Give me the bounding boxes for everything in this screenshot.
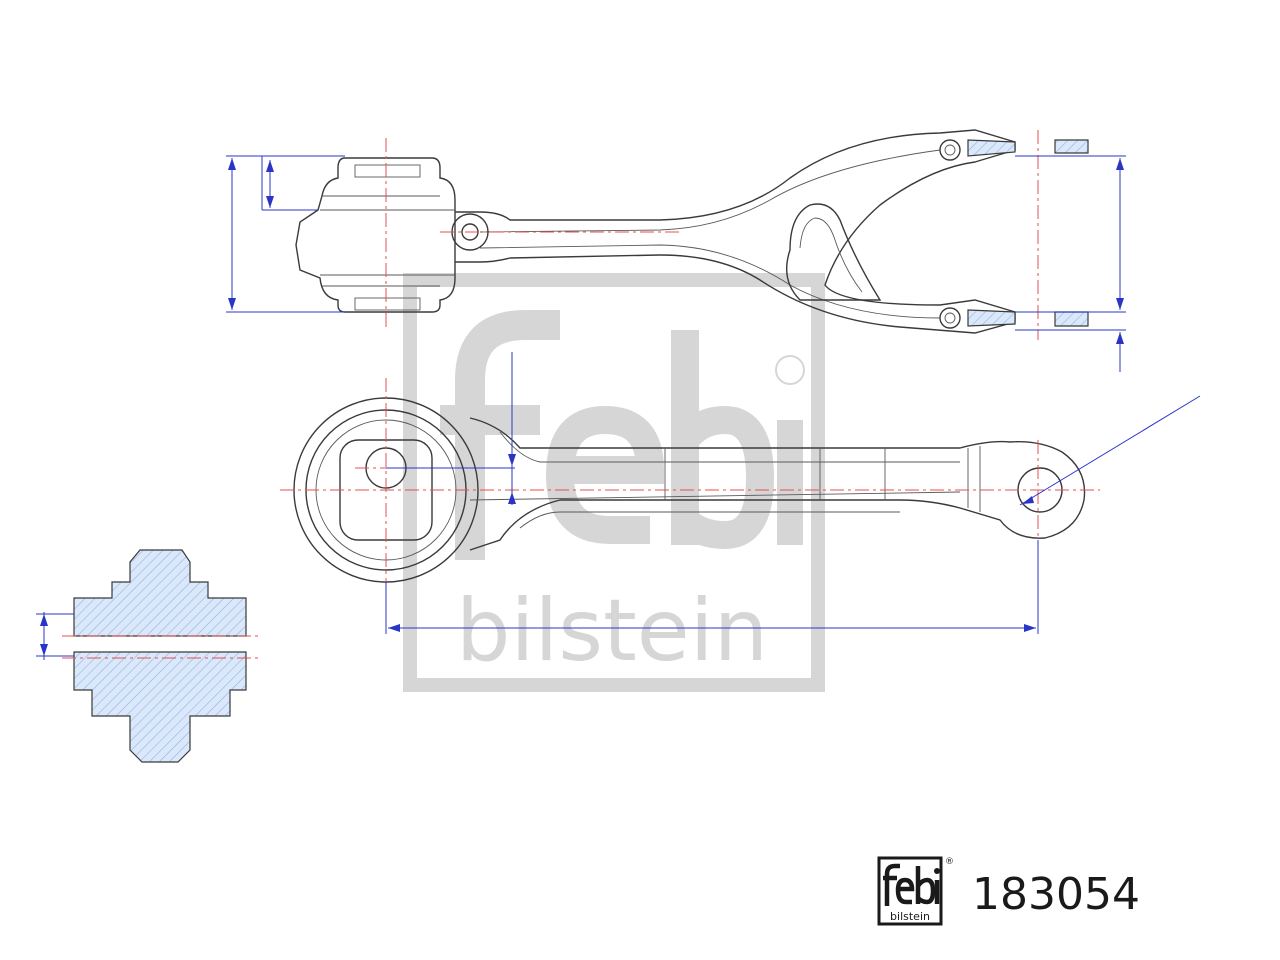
registered-mark: ® xyxy=(945,857,954,867)
part-number: 183054 xyxy=(972,869,1140,920)
arm-body-top xyxy=(455,129,1016,334)
brand-logo: bilstein ® xyxy=(877,856,954,926)
arm-body-side xyxy=(469,417,1086,551)
top-view xyxy=(226,129,1126,372)
bushing-section xyxy=(36,549,262,763)
watermark-letters xyxy=(440,310,805,560)
bushing-housing-top xyxy=(295,157,456,313)
logo-letters xyxy=(883,863,940,906)
watermark: bilstein xyxy=(403,273,825,692)
watermark-text-bottom: bilstein xyxy=(456,581,768,681)
logo-text-bottom: bilstein xyxy=(890,910,930,923)
side-view xyxy=(280,352,1201,634)
watermark-frame xyxy=(403,273,825,692)
